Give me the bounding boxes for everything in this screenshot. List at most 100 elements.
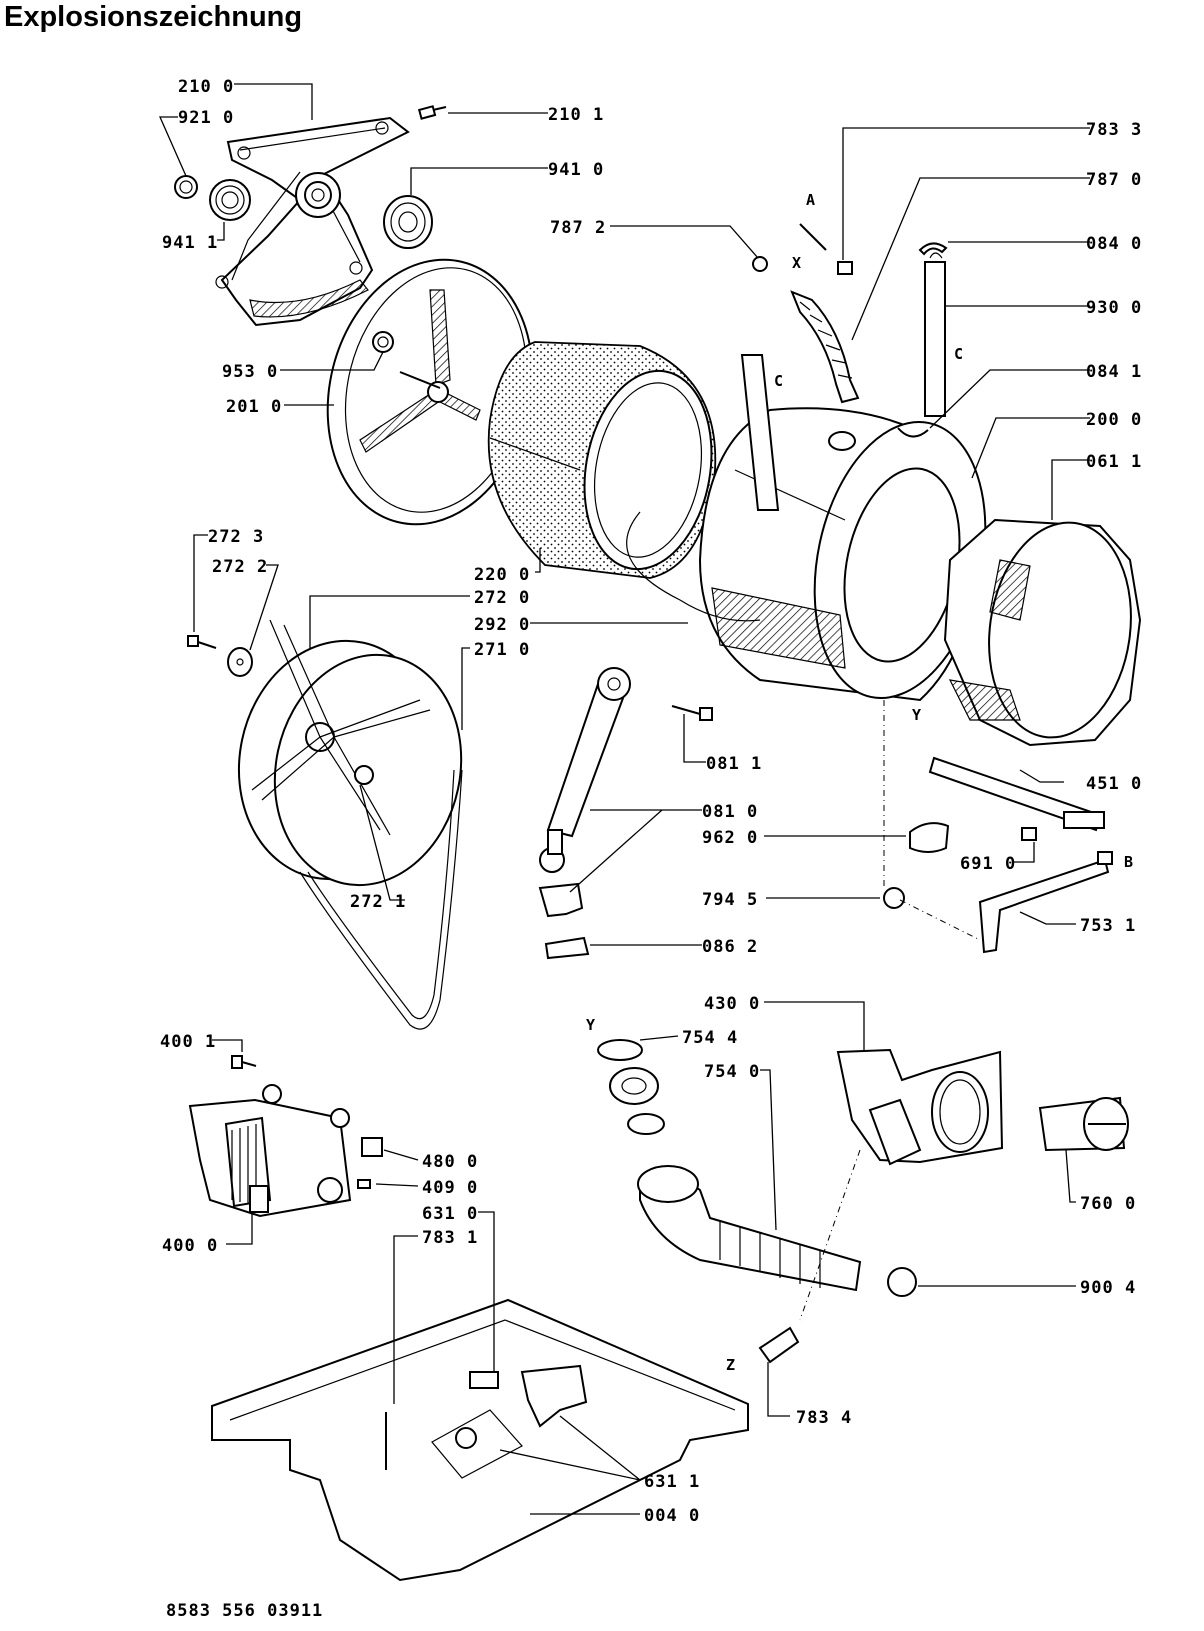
label-783-3: 783 3 [1086, 120, 1142, 140]
rod-a-drawing [799, 223, 827, 251]
label-930-0: 930 0 [1086, 298, 1142, 318]
label-084-0: 084 0 [1086, 234, 1142, 254]
label-210-0: 210 0 [178, 77, 234, 97]
switch-drawing [469, 1371, 499, 1389]
label-753-1: 753 1 [1080, 916, 1136, 936]
label-794-5: 794 5 [702, 890, 758, 910]
brushes-drawing [361, 1137, 383, 1157]
bearing-small-drawing [209, 179, 251, 221]
drum-drawing [487, 341, 717, 579]
hook-top-drawing [918, 242, 948, 256]
label-272-0: 272 0 [474, 588, 530, 608]
seal-valve-drawing [609, 1067, 665, 1135]
label-941-0: 941 0 [548, 160, 604, 180]
label-061-1: 061 1 [1086, 452, 1142, 472]
tacho-drawing [357, 1179, 371, 1189]
page-title: Explosionszeichnung [4, 1, 302, 33]
belt-inner-drawing [307, 769, 455, 1020]
label-691-0: 691 0 [960, 854, 1016, 874]
label-081-1: 081 1 [706, 754, 762, 774]
marker-c-right: C [954, 345, 963, 363]
plug-drawing [883, 887, 905, 909]
sensor-drawing [909, 822, 950, 853]
motor-drawing [188, 1084, 352, 1218]
label-084-1: 084 1 [1086, 362, 1142, 382]
leader-lines [159, 83, 1090, 1515]
label-451-0: 451 0 [1086, 774, 1142, 794]
connector-783-3-drawing [837, 261, 853, 275]
label-272-2: 272 2 [212, 557, 268, 577]
label-271-0: 271 0 [474, 640, 530, 660]
label-292-0: 292 0 [474, 615, 530, 635]
hose-783-4-drawing [758, 1326, 800, 1364]
label-941-1: 941 1 [162, 233, 218, 253]
label-086-2: 086 2 [702, 937, 758, 957]
label-400-1: 400 1 [160, 1032, 216, 1052]
label-272-3: 272 3 [208, 527, 264, 547]
detergent-hose-drawing [978, 851, 1113, 954]
marker-z: Z [726, 1356, 735, 1374]
label-631-1: 631 1 [644, 1472, 700, 1492]
sump-hose-drawing [637, 1165, 862, 1292]
front-ring-drawing [943, 518, 1142, 747]
rear-bracket-drawing [215, 116, 410, 327]
ntc-drawing [1021, 827, 1037, 841]
label-783-1: 783 1 [422, 1228, 478, 1248]
marker-c-left: C [774, 372, 783, 390]
hook-bottom-drawing [897, 427, 929, 438]
marker-x: X [792, 254, 801, 272]
connection-markers: A X C C Y B Y Z [586, 191, 1133, 1374]
label-953-0: 953 0 [222, 362, 278, 382]
bolt-081-1-drawing [671, 705, 713, 721]
label-004-0: 004 0 [644, 1506, 700, 1526]
label-921-0: 921 0 [178, 108, 234, 128]
label-081-0: 081 0 [702, 802, 758, 822]
label-201-0: 201 0 [226, 397, 282, 417]
screw-400-1-drawing [231, 1055, 257, 1069]
marker-b: B [1124, 853, 1133, 871]
circlip-drawing [174, 175, 198, 199]
washer-drawing [227, 647, 253, 677]
label-631-0: 631 0 [422, 1204, 478, 1224]
label-210-1: 210 1 [548, 105, 604, 125]
base-plate-drawing [211, 1298, 749, 1582]
dash-pump-line [799, 1149, 861, 1321]
marker-y-tub: Y [912, 706, 921, 724]
part-labels: 210 0 921 0 210 1 941 0 941 1 787 2 783 … [160, 77, 1142, 1526]
spring-right-drawing [924, 252, 946, 417]
label-787-0: 787 0 [1086, 170, 1142, 190]
clamp-drawing [887, 1267, 917, 1297]
label-900-4: 900 4 [1080, 1278, 1136, 1298]
marker-y-seal: Y [586, 1016, 595, 1034]
tub-seal-drawing [626, 511, 761, 622]
shock-bracket-drawing [538, 882, 584, 918]
label-760-0: 760 0 [1080, 1194, 1136, 1214]
label-480-0: 480 0 [422, 1152, 478, 1172]
label-754-4: 754 4 [682, 1028, 738, 1048]
label-200-0: 200 0 [1086, 410, 1142, 430]
label-430-0: 430 0 [704, 994, 760, 1014]
pump-drawing [836, 1048, 1004, 1166]
pressure-switch-drawing [520, 1364, 588, 1428]
screw-272-3-drawing [187, 635, 217, 649]
rear-tub-drawing [326, 258, 534, 526]
bellows-hose-drawing [790, 290, 860, 404]
label-962-0: 962 0 [702, 828, 758, 848]
label-409-0: 409 0 [422, 1178, 478, 1198]
belt-drawing [299, 769, 463, 1030]
document-code: 8583 556 03911 [166, 1601, 323, 1621]
bearing-large-drawing [383, 195, 433, 249]
seal-ring-drawing [597, 1039, 643, 1061]
label-783-4: 783 4 [796, 1408, 852, 1428]
label-272-1: 272 1 [350, 892, 406, 912]
shock-absorber-drawing [539, 667, 631, 873]
marker-a: A [806, 191, 815, 209]
spring-left-drawing [740, 354, 780, 511]
label-220-0: 220 0 [474, 565, 530, 585]
filter-drawing [1038, 1096, 1129, 1152]
clip-drawing [752, 256, 768, 272]
bolt-drawing [417, 105, 447, 120]
label-787-2: 787 2 [550, 218, 606, 238]
label-400-0: 400 0 [162, 1236, 218, 1256]
